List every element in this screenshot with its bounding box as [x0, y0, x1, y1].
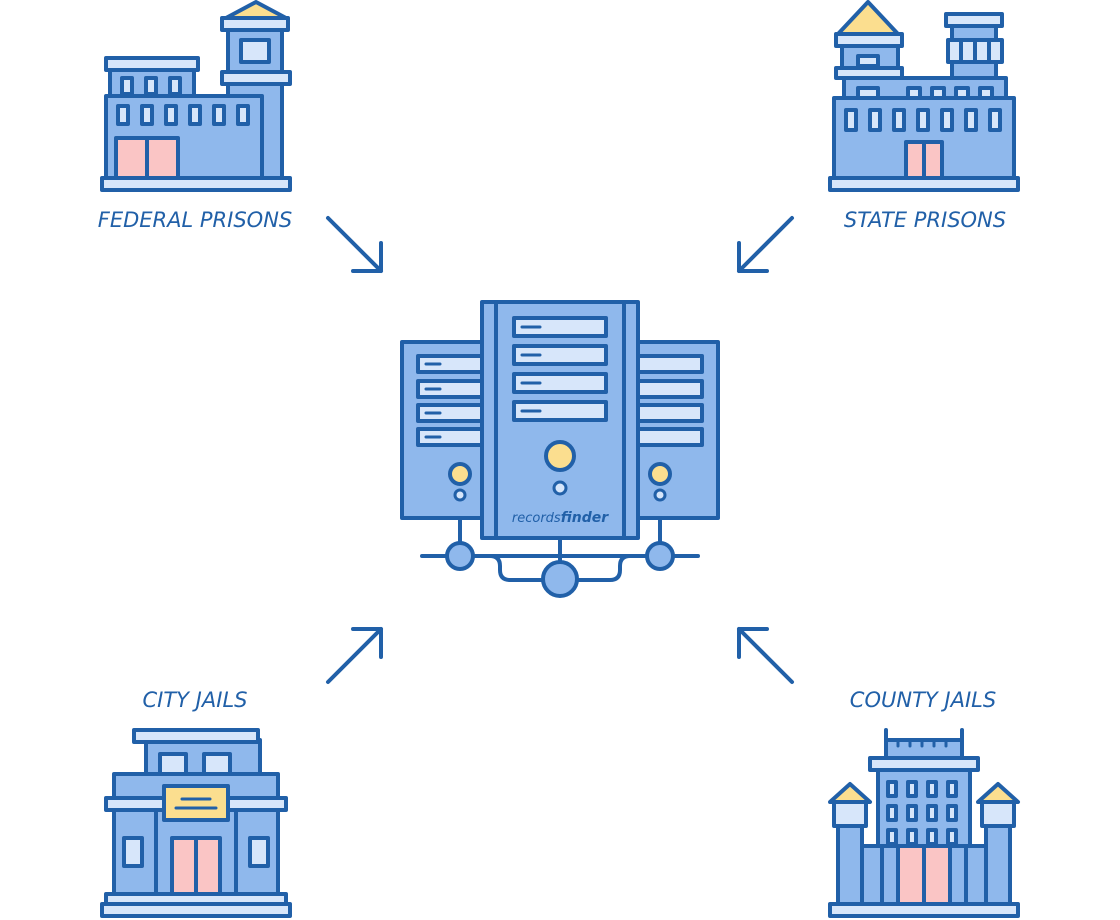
- city-jails-label: CITY JAILS: [143, 688, 248, 712]
- state-prisons-label: STATE PRISONS: [844, 208, 1006, 232]
- arrow-county-to-center: [737, 627, 794, 684]
- brand-logo: recordsfinder: [512, 510, 609, 526]
- county-jail-icon: [828, 728, 1020, 918]
- arrow-city-to-center: [326, 627, 383, 684]
- federal-prison-icon: [100, 0, 292, 192]
- federal-prisons-label: FEDERAL PRISONS: [98, 208, 292, 232]
- records-database-icon: [400, 300, 720, 598]
- city-jail-icon: [100, 728, 292, 918]
- arrow-federal-to-center: [326, 216, 383, 273]
- brand-logo-part1: records: [512, 511, 561, 526]
- brand-logo-part2: finder: [561, 510, 610, 526]
- county-jails-label: COUNTY JAILS: [850, 688, 996, 712]
- arrow-state-to-center: [737, 216, 794, 273]
- state-prison-icon: [828, 0, 1020, 192]
